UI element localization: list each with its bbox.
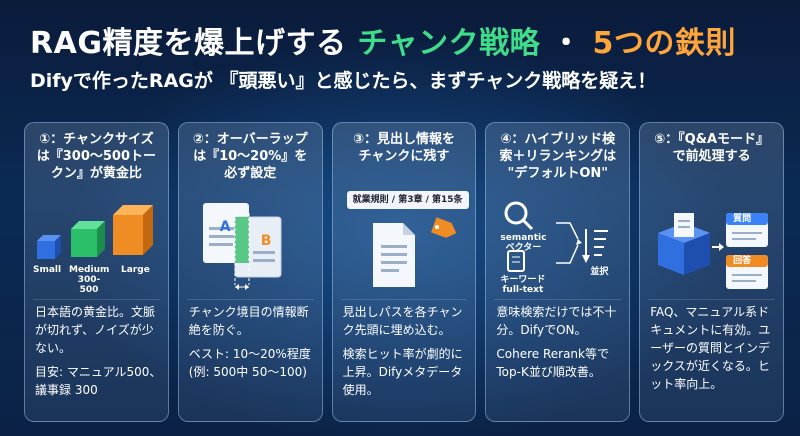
body-text: FAQ、マニュアル系ドキュメントに有効。ユーザーの質問とインデックスが近くなる。… [650, 305, 771, 391]
search-rank-icon [504, 201, 609, 272]
divider [340, 299, 468, 300]
card-body: チャンク境目の情報断絶を防ぐ。 ベスト: 10〜20%程度(例: 500中 50… [189, 303, 316, 387]
card-heading-info: ③：見出し情報を チャンクに残す 就業規則 / 第3章 / 第15条 見出しパス… [331, 122, 477, 422]
semantic-label: semantic ベクター [500, 233, 546, 253]
cubes-icon [37, 205, 153, 259]
label-small: Small [33, 265, 62, 275]
card-qa-mode: ⑤：『Q&Aモード』 で前処理する [639, 122, 784, 422]
keyword-text: キーワード [500, 275, 546, 285]
body-text: 日本語の黄金比。文脈が切れず、ノイズが少ない。 [35, 305, 156, 355]
heading-line: は『300〜500トー [36, 149, 157, 164]
answer-label: 回答 [733, 256, 752, 266]
card-hybrid-search: ④：ハイブリッド検 索＋リランキングは "デフォルトON" [485, 122, 631, 422]
card-heading: ①：チャンクサイズ は『300〜500トー クン』が黄金比 [33, 131, 160, 183]
inbox-qa-icon [658, 213, 769, 289]
divider [648, 299, 775, 300]
page-title: RAG精度を爆上げする チャンク戦略 ・ 5つの鉄則 [30, 18, 736, 62]
heading-line: 必ず設定 [224, 166, 277, 181]
doc-b-label: B [260, 233, 272, 249]
cube-illustration: Small Medium 300-500 Large [25, 183, 168, 299]
documents-icon [202, 203, 282, 290]
card-body: 日本語の黄金比。文脈が切れず、ノイズが少ない。 目安: マニュアル500、議事録… [35, 303, 162, 405]
card-body: 意味検索だけでは不十分。DifyでON。 Cohere Rerank等でTop-… [496, 303, 623, 387]
title-separator: ・ [551, 26, 582, 61]
hybrid-illustration: semantic ベクター キーワード full-text 並択 [486, 183, 629, 299]
body-text: Cohere Rerank等でTop-K並び順改善。 [496, 347, 609, 379]
heading-line: ②：オーバーラップ [192, 132, 308, 147]
question-label: 質問 [733, 214, 752, 224]
doc-a-label: A [219, 219, 231, 235]
heading-line: ⑤：『Q&Aモード』 [654, 132, 770, 147]
heading-line: "デフォルトON" [507, 166, 609, 181]
rank-label: 並択 [590, 267, 609, 277]
card-heading: ②：オーバーラップ は『10〜20%』を 必ず設定 [187, 131, 314, 183]
label-range-text: 300-500 [77, 275, 101, 295]
fulltext-text: full-text [502, 285, 544, 295]
keyword-label: キーワード full-text [500, 275, 545, 295]
heading-line: で前処理する [672, 149, 751, 164]
body-text: 検索ヒット率が劇的に上昇。Difyメタデータ使用。 [342, 347, 463, 397]
label-large: Large [121, 265, 150, 275]
vector-text: ベクター [505, 243, 542, 253]
card-chunk-size: ①：チャンクサイズ は『300〜500トー クン』が黄金比 Small [24, 122, 169, 422]
qa-illustration: 質問 回答 [640, 183, 783, 299]
heading-line: ④：ハイブリッド検 [500, 132, 616, 147]
card-body: FAQ、マニュアル系ドキュメントに有効。ユーザーの質問とインデックスが近くなる。… [650, 303, 777, 399]
card-row: ①：チャンクサイズ は『300〜500トー クン』が黄金比 Small [24, 122, 784, 422]
body-text: ベスト: 10〜20%程度(例: 500中 50〜100) [188, 347, 311, 379]
body-text: 見出しパスを各チャンク先頭に埋め込む。 [342, 305, 463, 337]
semantic-text: semantic [500, 233, 547, 243]
label-medium: Medium 300-500 [69, 265, 109, 295]
heading-line: チャンクに残す [358, 149, 450, 164]
card-heading: ⑤：『Q&Aモード』 で前処理する [648, 131, 775, 183]
divider [186, 299, 314, 300]
heading-line: クン』が黄金比 [50, 166, 142, 181]
card-overlap: ②：オーバーラップ は『10〜20%』を 必ず設定 [177, 122, 323, 422]
heading-line: ①：チャンクサイズ [39, 132, 154, 147]
divider [33, 299, 160, 300]
body-text: 意味検索だけでは不十分。DifyでON。 [496, 305, 617, 337]
card-body: 見出しパスを各チャンク先頭に埋め込む。 検索ヒット率が劇的に上昇。Difyメタデ… [343, 303, 470, 405]
label-medium-text: Medium [69, 265, 110, 275]
document-tag-icon [372, 217, 456, 287]
title-orange: 5つの鉄則 [592, 26, 736, 61]
title-main: RAG精度を爆上げする [30, 26, 347, 61]
card-heading: ④：ハイブリッド検 索＋リランキングは "デフォルトON" [494, 131, 621, 183]
card-heading: ③：見出し情報を チャンクに残す [341, 131, 468, 183]
divider [494, 299, 622, 300]
overlap-illustration: A B [179, 183, 322, 299]
page-subtitle: Difyで作ったRAGが 『頭悪い』と感じたら、まずチャンク戦略を疑え！ [30, 70, 657, 92]
title-green: チャンク戦略 [357, 26, 541, 61]
heading-path-tag: 就業規則 / 第3章 / 第15条 [346, 191, 469, 209]
heading-line: ③：見出し情報を [352, 132, 455, 147]
heading-line: は『10〜20%』を [193, 149, 308, 164]
heading-line: 索＋リランキングは [499, 149, 617, 164]
heading-illustration: 就業規則 / 第3章 / 第15条 [333, 183, 476, 299]
body-text: 目安: マニュアル500、議事録 300 [35, 365, 162, 397]
body-text: チャンク境目の情報断絶を防ぐ。 [188, 305, 309, 337]
